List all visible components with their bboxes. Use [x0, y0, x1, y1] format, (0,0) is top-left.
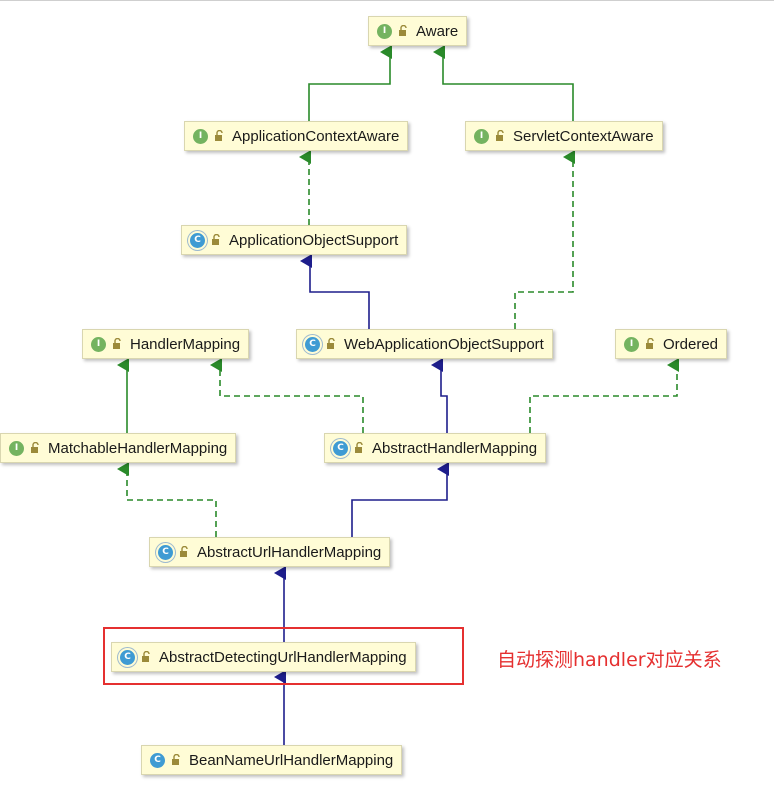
class-icon: C: [150, 752, 165, 768]
node-application-object-support[interactable]: C ApplicationObjectSupport: [181, 225, 408, 255]
abstract-class-icon: C: [158, 544, 173, 560]
node-abstract-url-handler-mapping[interactable]: C AbstractUrlHandlerMapping: [149, 537, 391, 567]
abstract-class-icon: C: [120, 649, 135, 665]
node-label: AbstractDetectingUrlHandlerMapping: [159, 648, 407, 666]
edge-abstract-url-to-abstract-handler: [351, 462, 449, 537]
node-label: BeanNameUrlHandlerMapping: [189, 751, 394, 769]
lock-open-icon: [646, 338, 654, 349]
node-abstract-detecting-url-handler-mapping[interactable]: C AbstractDetectingUrlHandlerMapping: [111, 642, 416, 672]
edge-web-app-obj-support-to-app-obj-support: [300, 254, 370, 329]
node-matchable-handler-mapping[interactable]: I MatchableHandlerMapping: [0, 433, 237, 463]
node-label: WebApplicationObjectSupport: [344, 335, 544, 353]
lock-open-icon: [212, 234, 220, 245]
lock-open-icon: [142, 651, 150, 662]
edge-abstract-handler-to-handler-mapping: [210, 358, 364, 433]
node-label: ApplicationContextAware: [232, 127, 400, 145]
top-divider: [0, 0, 774, 1]
edge-servlet-ctx-aware-to-aware: [433, 45, 574, 121]
node-handler-mapping[interactable]: I HandlerMapping: [82, 329, 250, 359]
lock-open-icon: [180, 546, 188, 557]
lock-open-icon: [113, 338, 121, 349]
lock-open-icon: [327, 338, 335, 349]
node-label: MatchableHandlerMapping: [48, 439, 228, 457]
node-label: AbstractHandlerMapping: [372, 439, 538, 457]
lock-open-icon: [31, 442, 39, 453]
annotation-note: 自动探测handler对应关系: [497, 649, 722, 671]
lock-open-icon: [172, 754, 180, 765]
node-web-application-object-support[interactable]: C WebApplicationObjectSupport: [296, 329, 553, 359]
node-aware[interactable]: I Aware: [368, 16, 468, 46]
node-label: HandlerMapping: [130, 335, 241, 353]
lock-open-icon: [215, 130, 223, 141]
abstract-class-icon: C: [190, 232, 205, 248]
edge-abstract-handler-to-ordered: [529, 358, 679, 433]
interface-icon: I: [377, 23, 392, 39]
lock-open-icon: [355, 442, 363, 453]
abstract-class-icon: C: [333, 440, 348, 456]
interface-icon: I: [193, 128, 208, 144]
node-bean-name-url-handler-mapping[interactable]: C BeanNameUrlHandlerMapping: [141, 745, 403, 775]
node-servlet-context-aware[interactable]: I ServletContextAware: [465, 121, 663, 151]
edge-app-ctx-aware-to-aware: [308, 45, 392, 121]
highlight-box: [103, 627, 464, 685]
edge-abstract-url-to-matchable: [117, 462, 217, 537]
node-abstract-handler-mapping[interactable]: C AbstractHandlerMapping: [324, 433, 547, 463]
lock-open-icon: [399, 25, 407, 36]
node-label: Aware: [416, 22, 459, 40]
node-label: ApplicationObjectSupport: [229, 231, 399, 249]
node-label: Ordered: [663, 335, 719, 353]
interface-icon: I: [474, 128, 489, 144]
node-ordered[interactable]: I Ordered: [615, 329, 728, 359]
abstract-class-icon: C: [305, 336, 320, 352]
interface-icon: I: [624, 336, 639, 352]
edge-abstract-handler-to-web-app-obj-support: [431, 358, 448, 433]
interface-icon: I: [91, 336, 106, 352]
lock-open-icon: [496, 130, 504, 141]
node-label: ServletContextAware: [513, 127, 654, 145]
node-application-context-aware[interactable]: I ApplicationContextAware: [184, 121, 409, 151]
edge-web-app-obj-support-to-servlet-ctx-aware: [514, 150, 575, 329]
interface-icon: I: [9, 440, 24, 456]
node-label: AbstractUrlHandlerMapping: [197, 543, 382, 561]
